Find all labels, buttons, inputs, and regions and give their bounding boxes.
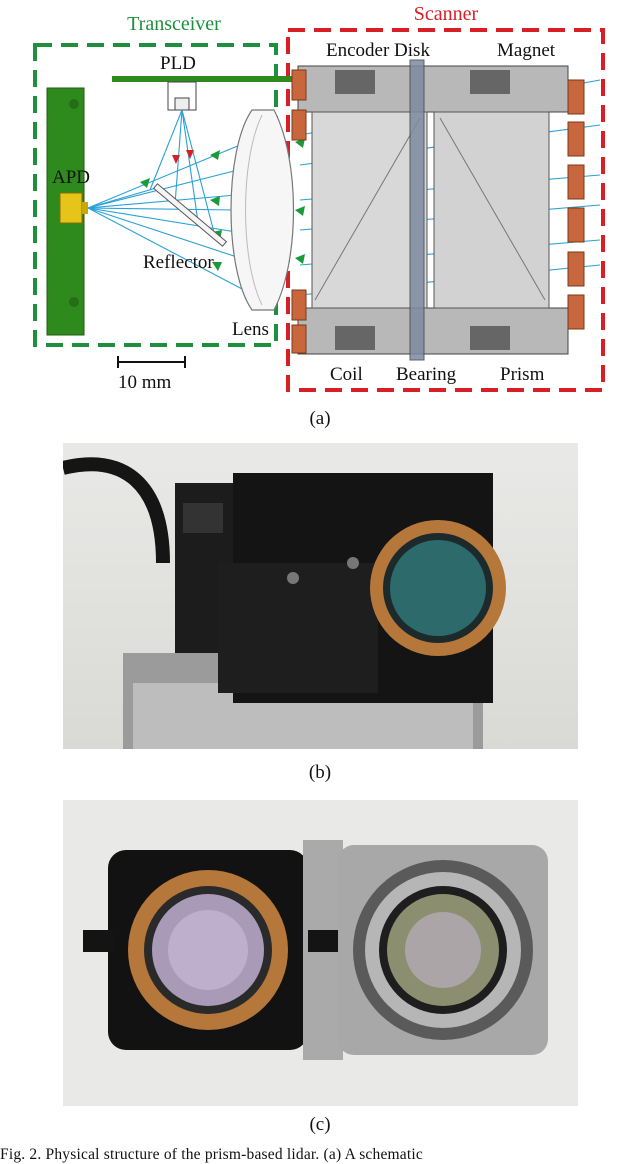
scanner-title: Scanner xyxy=(414,3,479,25)
label-coil: Coil xyxy=(330,364,363,385)
label-encoder-disk: Encoder Disk xyxy=(326,40,430,61)
lens xyxy=(230,109,295,311)
transceiver-title: Transceiver xyxy=(127,13,221,35)
prism-left xyxy=(311,111,428,309)
label-bearing: Bearing xyxy=(396,364,457,385)
label-magnet: Magnet xyxy=(497,40,556,61)
coil-stack xyxy=(291,69,585,354)
subfigure-label-c: (c) xyxy=(309,1114,331,1135)
bearing-blocks xyxy=(335,70,510,350)
label-scale: 10 mm xyxy=(118,372,172,393)
subfigure-label-b: (b) xyxy=(308,762,332,783)
schematic-diagram: Transceiver Scanner xyxy=(33,3,605,393)
photo-lidar-front xyxy=(63,800,578,1106)
label-apd: APD xyxy=(52,167,90,188)
label-lens: Lens xyxy=(232,319,269,340)
label-prism: Prism xyxy=(500,364,545,385)
prism-right xyxy=(433,111,550,309)
label-reflector: Reflector xyxy=(143,252,214,273)
encoder-disk xyxy=(409,59,425,361)
figure-caption: Fig. 2. Physical structure of the prism-… xyxy=(0,1146,423,1163)
photo-lidar-assembled xyxy=(63,443,578,749)
reflector xyxy=(152,183,228,247)
label-pld: PLD xyxy=(160,53,196,74)
scale-bar xyxy=(117,356,186,368)
pld-board xyxy=(112,76,302,82)
subfigure-label-a: (a) xyxy=(309,408,331,429)
apd-sensor xyxy=(59,192,83,224)
